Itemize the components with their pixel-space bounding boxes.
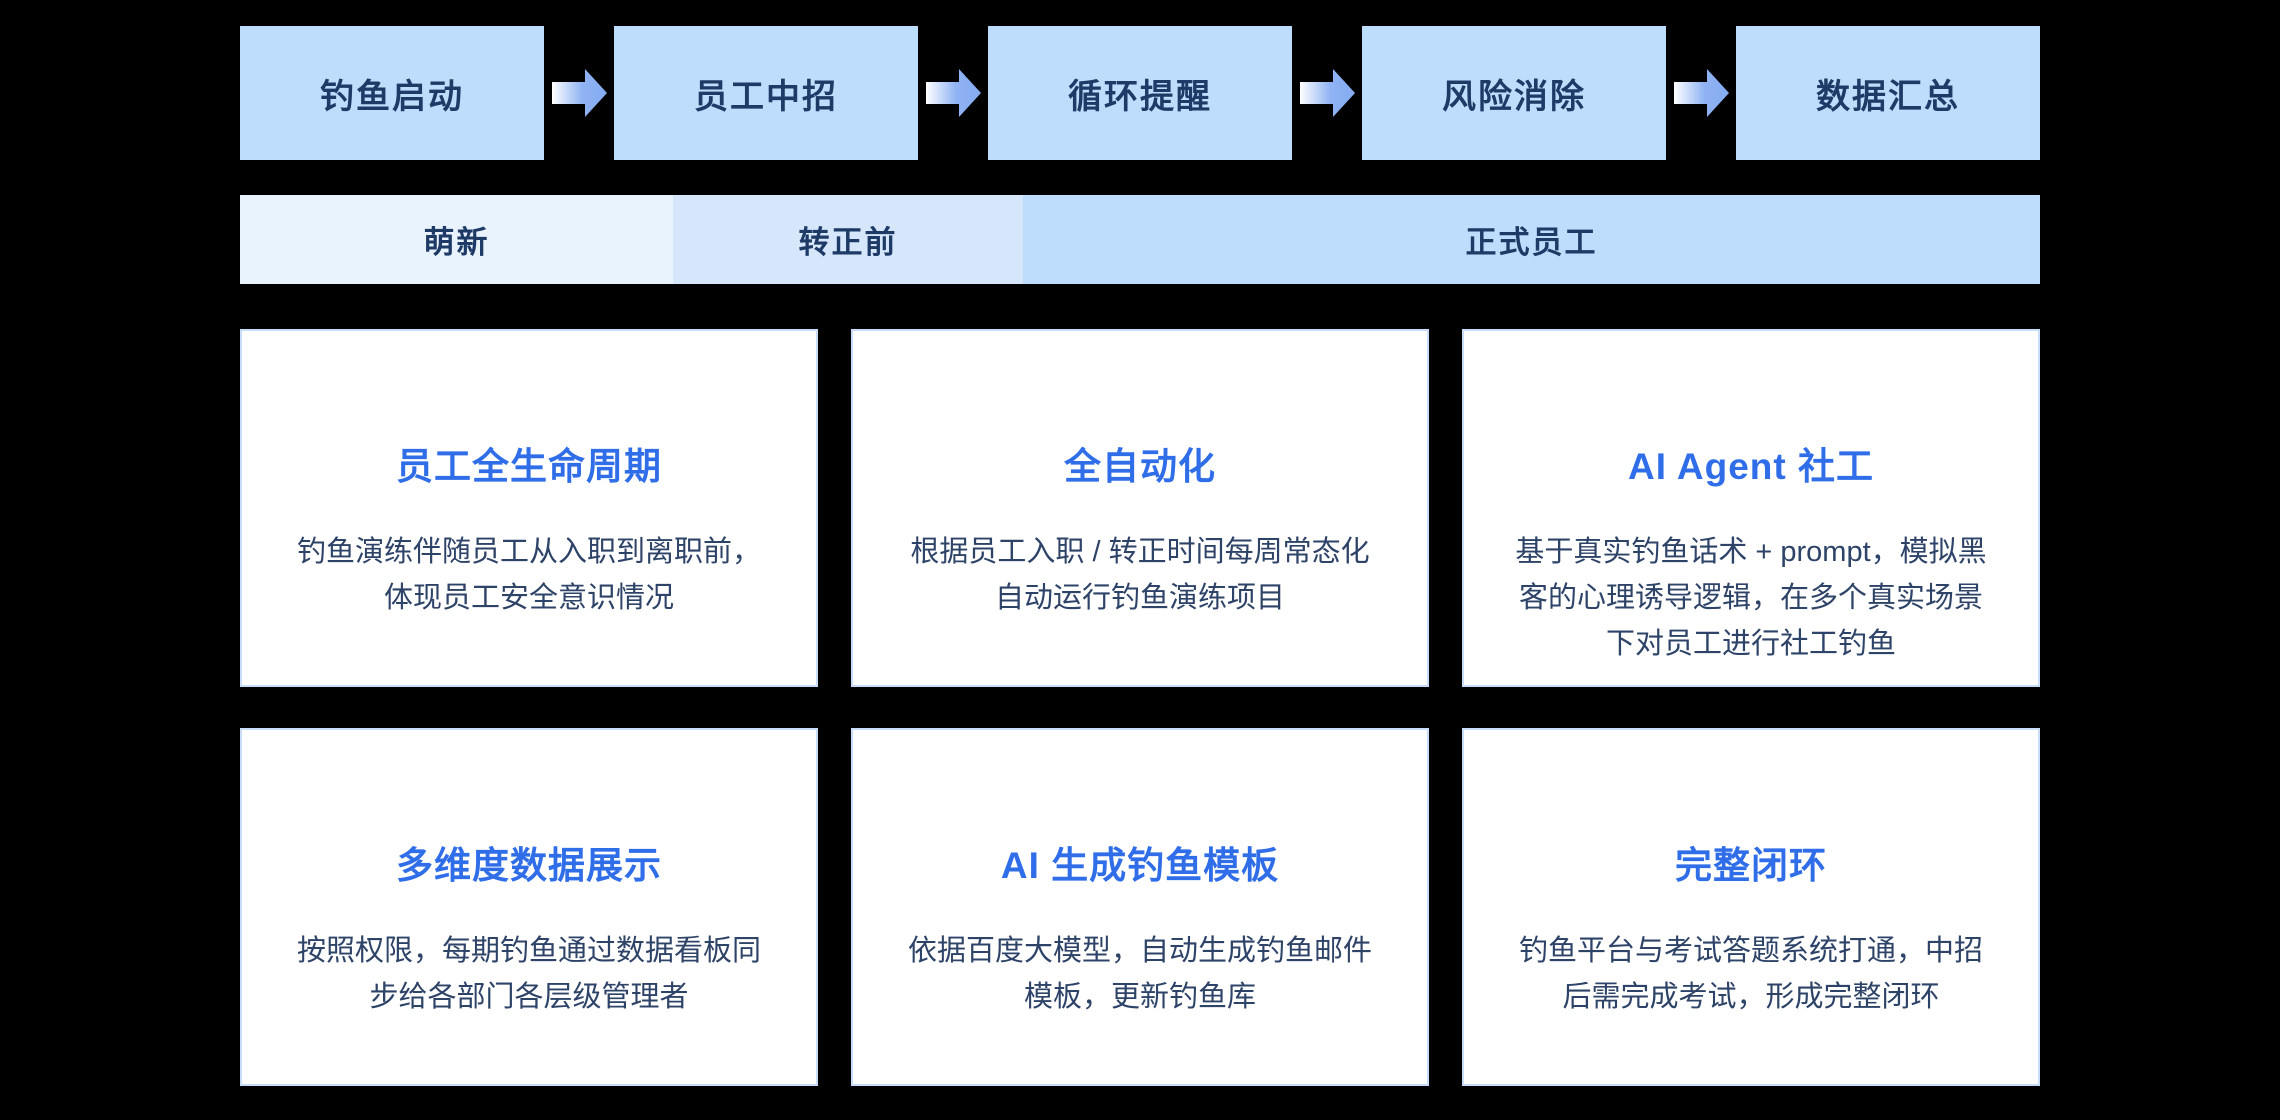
timeline-segment-newbie: 萌新 [240,195,673,284]
flow-step-phishing-launch: 钓鱼启动 [240,26,544,160]
feature-card-closed-loop: 完整闭环 钓鱼平台与考试答题系统打通，中招 后需完成考试，形成完整闭环 [1462,728,2040,1086]
card-body: 依据百度大模型，自动生成钓鱼邮件 模板，更新钓鱼库 [907,935,1372,1013]
flow-step-risk-elimination: 风险消除 [1362,26,1666,160]
flow-step-label: 数据汇总 [1816,77,1960,116]
card-title: 完整闭环 [1675,845,1827,886]
flow-step-label: 员工中招 [694,77,838,116]
card-body: 钓鱼演练伴随员工从入职到离职前， 体现员工安全意识情况 [296,536,761,614]
feature-card-lifecycle: 员工全生命周期 钓鱼演练伴随员工从入职到离职前， 体现员工安全意识情况 [240,329,818,687]
card-body: 基于真实钓鱼话术 + prompt，模拟黑 客的心理诱导逻辑，在多个真实场景 下… [1515,536,1987,660]
card-title: 全自动化 [1064,446,1216,487]
flow-step-data-summary: 数据汇总 [1736,26,2040,160]
arrow-right-icon [551,69,607,117]
flow-step-label: 循环提醒 [1068,77,1212,116]
card-title: 多维度数据展示 [396,845,662,886]
flow-step-label: 风险消除 [1442,77,1586,116]
card-title: AI 生成钓鱼模板 [1000,845,1280,886]
card-body: 根据员工入职 / 转正时间每周常态化 自动运行钓鱼演练项目 [910,536,1370,614]
timeline-segment-pre-regular: 转正前 [673,195,1023,284]
card-title: AI Agent 社工 [1627,446,1874,487]
flow-step-employee-hooked: 员工中招 [614,26,918,160]
timeline-segment-label: 转正前 [798,225,898,260]
feature-cards-grid: 员工全生命周期 钓鱼演练伴随员工从入职到离职前， 体现员工安全意识情况 全自动化… [240,329,2040,1086]
timeline-segment-label: 萌新 [423,225,490,260]
timeline-segment-label: 正式员工 [1465,225,1598,260]
feature-card-full-automation: 全自动化 根据员工入职 / 转正时间每周常态化 自动运行钓鱼演练项目 [851,329,1429,687]
feature-card-ai-agent-social-engineering: AI Agent 社工 基于真实钓鱼话术 + prompt，模拟黑 客的心理诱导… [1462,329,2040,687]
arrow-right-icon [1673,69,1729,117]
card-body: 钓鱼平台与考试答题系统打通，中招 后需完成考试，形成完整闭环 [1518,935,1983,1013]
arrow-right-icon [925,69,981,117]
process-flow: 钓鱼启动 员工中招 循环提醒 风险消除 数据汇总 [240,26,2040,160]
flow-step-cyclic-reminder: 循环提醒 [988,26,1292,160]
lifecycle-timeline: 萌新 转正前 正式员工 [240,195,2040,284]
timeline-segment-formal-employee: 正式员工 [1023,195,2040,284]
feature-card-ai-template-generation: AI 生成钓鱼模板 依据百度大模型，自动生成钓鱼邮件 模板，更新钓鱼库 [851,728,1429,1086]
flow-step-label: 钓鱼启动 [320,77,464,116]
card-body: 按照权限，每期钓鱼通过数据看板同 步给各部门各层级管理者 [296,935,761,1013]
feature-card-multidimensional-data: 多维度数据展示 按照权限，每期钓鱼通过数据看板同 步给各部门各层级管理者 [240,728,818,1086]
arrow-right-icon [1299,69,1355,117]
card-title: 员工全生命周期 [396,446,662,487]
